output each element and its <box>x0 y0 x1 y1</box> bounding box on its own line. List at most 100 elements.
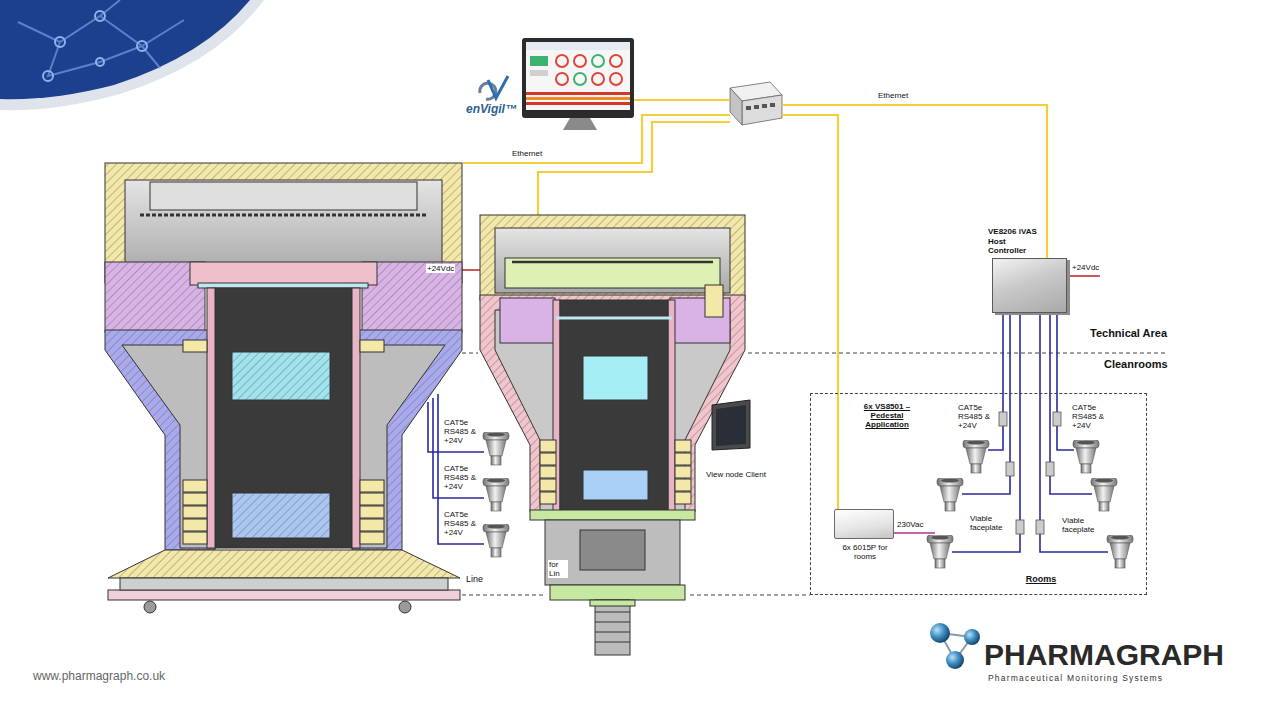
zone-divider <box>462 353 478 354</box>
sensor-head <box>483 478 509 511</box>
monitor <box>530 70 548 76</box>
sensor-head <box>1091 478 1117 511</box>
left-sampler-unit <box>360 506 384 518</box>
middle-sampler-unit <box>583 470 648 500</box>
middle-sampler-unit <box>556 317 672 320</box>
device-heading: VE8206 iVAS Host Controller <box>988 227 1040 255</box>
sensor-head <box>1107 535 1133 568</box>
middle-sampler-unit <box>590 600 635 606</box>
left-sampler-unit <box>183 340 207 352</box>
left-sampler-unit <box>190 262 377 285</box>
corner-logo <box>137 41 147 51</box>
network-switch <box>746 106 751 110</box>
left-sampler-unit <box>399 601 411 613</box>
left-sampler-unit <box>122 345 215 548</box>
middle-sampler-unit <box>540 492 556 504</box>
zone-label: Cleanrooms <box>1104 358 1168 371</box>
monitor <box>526 42 630 50</box>
middle-sampler-unit <box>595 600 630 655</box>
touch-panel <box>712 400 750 450</box>
cable-label: Ethernet <box>878 91 908 100</box>
monitor <box>592 73 604 85</box>
corner-logo <box>96 58 104 66</box>
network-switch <box>730 88 742 125</box>
middle-sampler-unit <box>560 300 668 512</box>
left-sampler-unit <box>183 493 207 505</box>
monitor <box>526 92 630 95</box>
monitor <box>522 38 634 130</box>
network-switch <box>742 95 782 125</box>
cable-label: Ethernet <box>512 149 542 158</box>
middle-sampler-unit <box>668 300 675 512</box>
left-sampler-unit <box>183 532 207 544</box>
rs485-cable <box>952 313 1020 552</box>
middle-sampler-unit <box>580 530 645 570</box>
zone-divider <box>690 595 810 596</box>
left-sampler-unit <box>232 352 330 400</box>
room-region: 6x 6015P for rooms6x VS8501 – Pedestal A… <box>810 393 1147 595</box>
middle-sampler-unit <box>675 479 691 491</box>
controller-housing <box>992 258 1067 313</box>
left-sampler-unit <box>108 590 460 600</box>
region-heading: 6x VS8501 – Pedestal Application <box>849 402 925 430</box>
brand-name: enVigil™ <box>466 103 517 117</box>
brand-name: PHARMAGRAPH <box>984 638 1224 673</box>
left-sampler-unit <box>144 601 156 613</box>
middle-sampler-unit <box>675 453 691 465</box>
middle-sampler-unit <box>540 479 556 491</box>
middle-sampler-unit <box>675 492 691 504</box>
zone-divider <box>462 595 545 596</box>
rs485-cable <box>428 313 1108 552</box>
left-sampler-unit <box>232 493 330 538</box>
cable-spec: CAT5e RS485 & +24V <box>444 418 480 446</box>
middle-sampler-unit <box>675 440 691 452</box>
part-name: Viable faceplate <box>1062 516 1102 534</box>
device-housing <box>834 509 894 539</box>
brand-spheres <box>930 623 980 669</box>
left-sampler-unit <box>232 352 330 400</box>
monitor <box>526 102 630 105</box>
faceplate <box>1016 520 1024 534</box>
left-sampler-unit <box>108 550 460 578</box>
rs485-cable <box>1040 313 1108 552</box>
power-lead <box>1068 275 1100 277</box>
middle-sampler-unit <box>540 440 556 452</box>
monitor <box>530 56 548 66</box>
monitor <box>556 73 568 85</box>
middle-sampler-unit <box>675 466 691 478</box>
controller-unit: VE8206 iVAS Host Controller <box>988 227 1072 313</box>
left-sampler-unit <box>360 340 384 352</box>
middle-sampler-unit <box>480 295 745 512</box>
sensor-head <box>483 524 509 557</box>
sensor-head <box>937 478 963 511</box>
envigil-icon <box>480 76 508 99</box>
ethernet-cable <box>782 105 1047 258</box>
middle-sampler-unit <box>595 612 630 642</box>
left-sampler-unit <box>352 288 360 548</box>
network-switch <box>730 82 782 125</box>
left-sampler-unit <box>105 330 215 550</box>
part-name: Viable faceplate <box>970 514 1010 532</box>
middle-sampler-unit <box>512 261 713 264</box>
network-switch <box>754 105 759 109</box>
brand-spheres <box>930 623 950 643</box>
corner-logo <box>18 0 184 76</box>
sensor-head <box>483 432 509 465</box>
corner-logo <box>95 11 105 21</box>
rs485-cable <box>1057 313 1074 450</box>
region-footer: Rooms <box>1011 574 1071 584</box>
power-label: 230Vac <box>897 520 924 529</box>
left-sampler-unit <box>352 345 445 548</box>
monitor <box>574 55 586 67</box>
monitor <box>526 42 630 110</box>
left-sampler-unit <box>183 506 207 518</box>
rs485-cable <box>433 398 484 498</box>
corner-logo <box>0 0 264 110</box>
corner-logo <box>0 0 250 99</box>
left-sampler-unit <box>360 480 384 492</box>
cable-spec: CAT5e RS485 & +24V <box>444 464 480 492</box>
middle-sampler-unit <box>530 510 695 520</box>
middle-sampler-unit <box>545 520 680 585</box>
